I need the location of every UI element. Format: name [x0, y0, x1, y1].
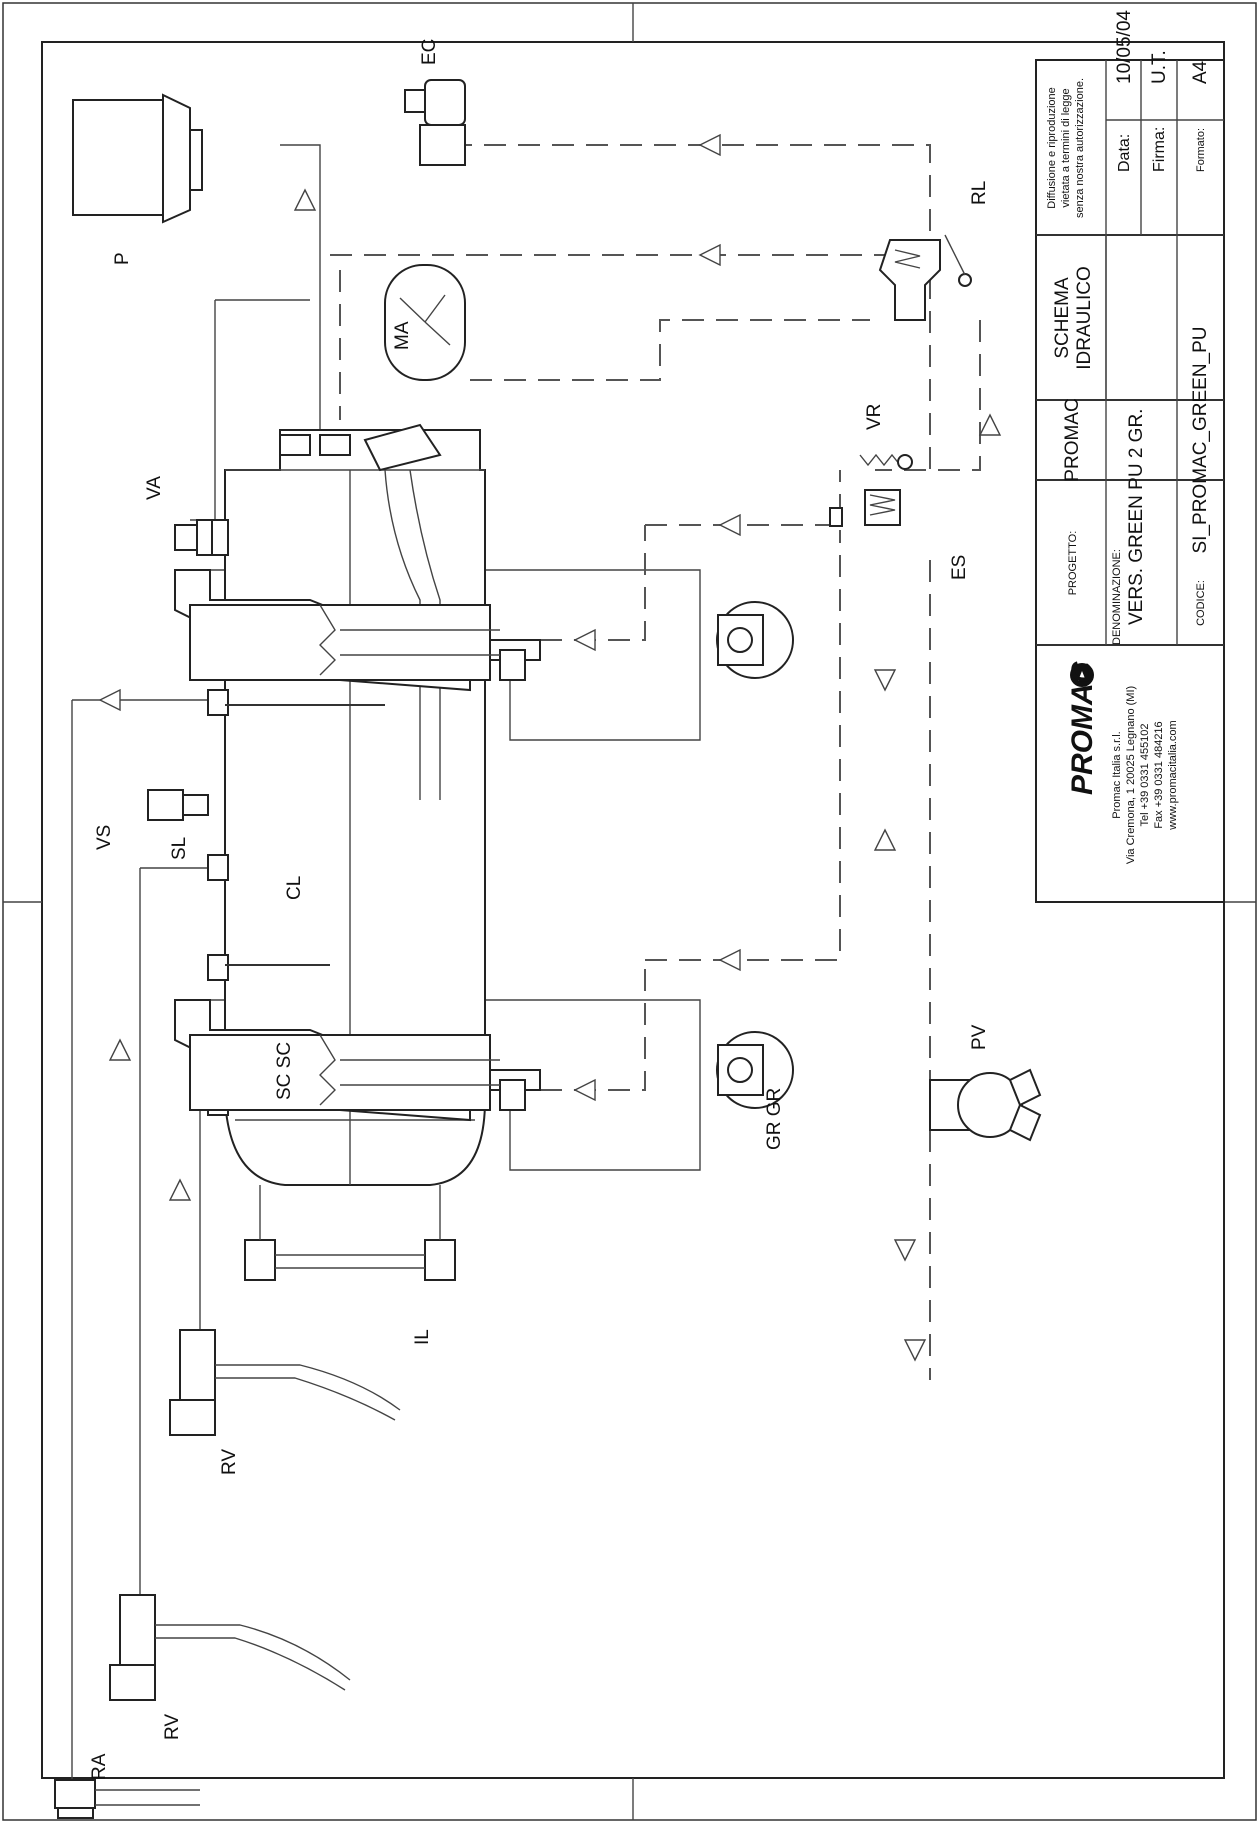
- vacuum-valve-va: [174, 519, 213, 556]
- label-p: P: [112, 252, 133, 265]
- company-name: Promac Italia s.r.l.: [1111, 731, 1123, 818]
- code-value: SI_PROMAC_GREEN_PU: [1190, 326, 1211, 553]
- check-valve-vr: [859, 453, 913, 470]
- signature-value: U.T.: [1149, 50, 1170, 84]
- company-logo: PROMAC: [1066, 660, 1099, 795]
- company-address: Via Cremona, 1 20025 Legnano (MI): [1125, 686, 1137, 864]
- label-rv-2: RV: [162, 1714, 183, 1740]
- label-es: ES: [949, 555, 970, 580]
- group-head-2: [174, 999, 541, 1122]
- label-va: VA: [144, 476, 165, 500]
- denomination-value: VERS. GREEN PU 2 GR.: [1126, 409, 1147, 625]
- company-fax: Fax +39 0331 484216: [1153, 721, 1165, 828]
- pump-gr-1: [716, 601, 794, 679]
- label-cl: CL: [284, 876, 305, 900]
- label-rl: RL: [969, 181, 990, 205]
- rights-notice-3: senza nostra autorizzazione.: [1074, 78, 1086, 218]
- title-block: Diffusione e riproduzione vietata a term…: [1035, 10, 1225, 903]
- pump-pv: [929, 1068, 1042, 1142]
- rights-notice-2: vietata a termini di legge: [1060, 88, 1072, 207]
- label-sc: SC SC: [274, 1042, 295, 1100]
- label-pv: PV: [969, 1024, 990, 1050]
- label-ra: RA: [89, 1753, 110, 1780]
- flow-arrows: [98, 133, 1002, 1362]
- label-gr: GR GR: [764, 1088, 785, 1150]
- company-web: www.promacitalia.com: [1167, 720, 1179, 830]
- level-indicator-il: [244, 1185, 456, 1281]
- format-value: A4: [1190, 60, 1211, 84]
- label-sl: SL: [169, 837, 190, 860]
- drawing-type-line2: IDRAULICO: [1074, 266, 1095, 369]
- denomination-label: DENOMINAZIONE:: [1111, 549, 1123, 645]
- company-tel: Tel +39 0331 455102: [1139, 723, 1151, 826]
- tap-rv-2: [109, 1594, 351, 1701]
- drawing-type-line1: SCHEMA: [1052, 277, 1073, 359]
- pressure-switch-p: [72, 93, 203, 224]
- format-label: Formato:: [1195, 128, 1207, 172]
- expansion-valve-es: [829, 489, 901, 527]
- group-head-1: [174, 569, 541, 692]
- label-ma: MA: [392, 321, 413, 350]
- label-vr: VR: [864, 404, 885, 430]
- project-label: PROGETTO:: [1067, 531, 1079, 596]
- solenoid-valve-ec: [404, 79, 466, 166]
- label-ec: EC: [419, 39, 440, 65]
- pump-gr-2: [716, 1031, 794, 1109]
- label-vs: VS: [94, 825, 115, 850]
- signature-label: Firma:: [1151, 127, 1168, 172]
- safety-valve-rl: [878, 234, 972, 321]
- date-label: Data:: [1116, 134, 1133, 172]
- project-value: PROMAC: [1062, 398, 1083, 481]
- label-rv-1: RV: [219, 1449, 240, 1475]
- safety-valve-vs: [147, 789, 209, 821]
- rights-notice-1: Diffusione e riproduzione: [1046, 87, 1058, 208]
- component-labels: EC P RL MA VA VR ES VS SL CL SC SC GR GR…: [89, 39, 990, 1780]
- code-label: CODICE:: [1195, 580, 1207, 626]
- tap-rv-1: [169, 1329, 401, 1436]
- label-il: IL: [412, 1329, 433, 1345]
- tap-ra: [54, 1779, 200, 1819]
- date-value: 10/05/04: [1114, 10, 1135, 84]
- pressure-gauge-ma: [384, 264, 466, 381]
